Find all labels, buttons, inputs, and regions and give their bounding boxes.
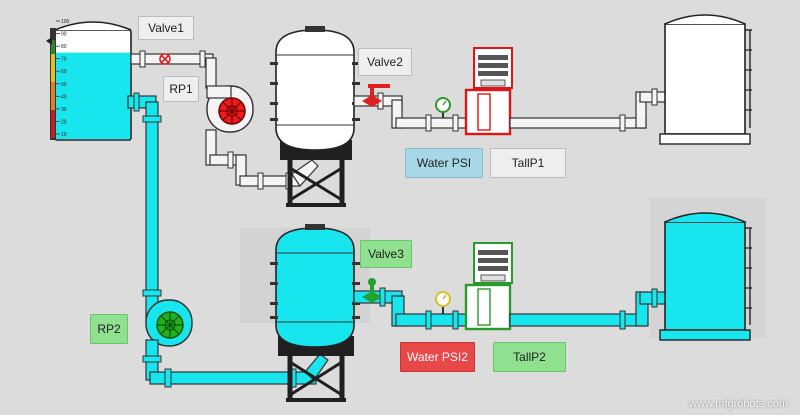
level-scale-ticks: 100 90 80 70 60 50 40 30 20 10 [56, 19, 70, 138]
scale-tick-label: 100 [61, 19, 70, 25]
scale-tick-label: 10 [61, 132, 67, 138]
watermark: www.mfgrobots.com [688, 398, 788, 410]
pipe-lower-suction [127, 92, 162, 323]
source-tank[interactable] [54, 21, 132, 141]
pipe-tallp2-to-storage [509, 288, 669, 330]
upper-storage-tank[interactable] [659, 14, 752, 145]
lower-storage-tank[interactable] [659, 212, 752, 341]
pipe-upper-suction [130, 50, 217, 89]
scale-tick-label: 30 [61, 107, 67, 113]
scale-tick-label: 90 [61, 32, 67, 38]
valve3-label[interactable]: Valve3 [360, 240, 412, 268]
rp2-pump-icon[interactable] [145, 299, 193, 347]
tallp2-label[interactable]: TallP2 [493, 342, 566, 372]
valve2-icon[interactable] [362, 84, 390, 107]
scale-tick-label: 40 [61, 94, 67, 100]
pipe-tallp1-to-storage [509, 88, 669, 132]
rp1-label[interactable]: RP1 [163, 76, 199, 102]
level-scale [46, 28, 56, 140]
rp1-pump-icon[interactable] [206, 85, 254, 133]
valve1-icon[interactable] [159, 53, 171, 65]
scale-tick-label: 60 [61, 69, 67, 75]
water-psi2-gauge-icon[interactable] [435, 291, 451, 314]
valve2-label[interactable]: Valve2 [358, 48, 412, 76]
tallp2-pump-icon[interactable] [464, 242, 513, 331]
water-psi2-label[interactable]: Water PSI2 [400, 342, 475, 372]
scale-tick-label: 20 [61, 119, 67, 125]
scale-tick-label: 70 [61, 57, 67, 63]
upper-pressure-tank[interactable] [270, 26, 360, 207]
source-tank-water-level [56, 52, 130, 139]
scale-tick-label: 50 [61, 82, 67, 88]
valve1-label[interactable]: Valve1 [138, 16, 194, 40]
scale-tick-label: 80 [61, 44, 67, 50]
water-psi-gauge-icon[interactable] [435, 97, 451, 118]
lower-pressure-tank[interactable] [270, 224, 360, 402]
pipe-lower-discharge [142, 339, 329, 388]
tallp1-pump-icon[interactable] [464, 47, 513, 136]
water-psi-label[interactable]: Water PSI [405, 148, 483, 178]
tallp1-label[interactable]: TallP1 [490, 148, 566, 178]
level-pointer-icon [46, 37, 52, 45]
rp2-label[interactable]: RP2 [90, 314, 128, 344]
valve3-icon[interactable] [362, 278, 382, 303]
